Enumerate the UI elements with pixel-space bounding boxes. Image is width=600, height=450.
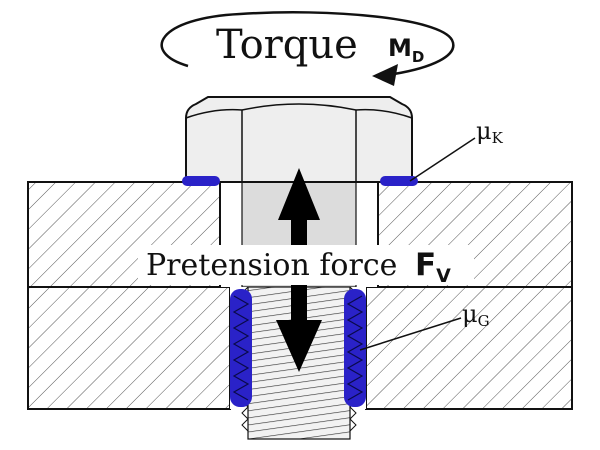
pretension-label-bg — [138, 245, 474, 285]
torque-rotation-arrow — [160, 11, 455, 86]
thread-friction-highlight — [230, 289, 366, 407]
mu-k-label: μK — [476, 117, 504, 147]
mu-k-callout: μK — [409, 117, 504, 182]
mu-g-label: μG — [462, 300, 490, 330]
lower-plate — [27, 286, 573, 410]
pretension-force-label: Pretension force FV — [146, 247, 451, 287]
pretension-arrow-down — [276, 282, 322, 372]
pretension-arrow-up — [278, 168, 320, 250]
bolt-head — [185, 96, 413, 183]
torque-symbol: MD — [388, 34, 424, 66]
head-friction-highlight — [182, 176, 418, 186]
bolt-thread — [230, 286, 366, 440]
torque-label: Torque — [216, 22, 358, 68]
mu-g-callout: μG — [359, 300, 490, 351]
